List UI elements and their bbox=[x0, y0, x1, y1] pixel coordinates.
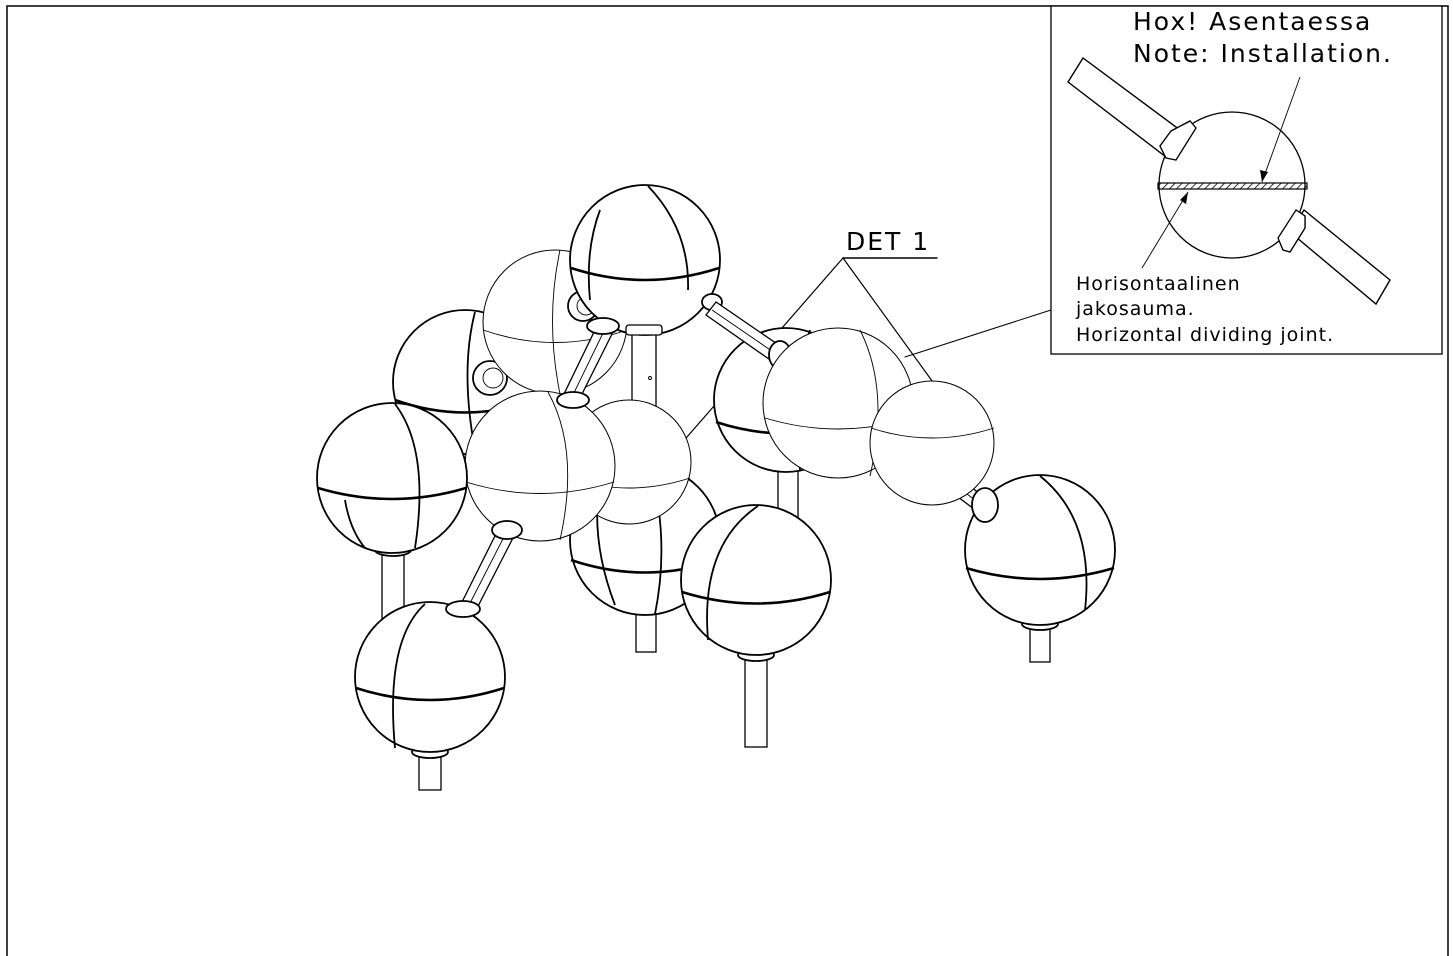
note-joint-fi-2: jakosauma. bbox=[1075, 298, 1195, 320]
ball-left bbox=[316, 402, 468, 629]
ball-front-middle bbox=[680, 504, 832, 748]
ball-top bbox=[569, 184, 723, 336]
ball-mid-left-transparent bbox=[464, 390, 616, 542]
dividing-joint bbox=[1157, 182, 1308, 190]
ball-right-outer-transparent bbox=[869, 380, 995, 506]
drawing-frame bbox=[6, 5, 1449, 956]
note-title-fi: Hox! Asentaessa bbox=[1133, 7, 1372, 36]
note-joint-fi-1: Horisontaalinen bbox=[1076, 273, 1241, 295]
ball-far-right bbox=[964, 474, 1116, 663]
det-1-callout: DET 1 bbox=[679, 227, 1052, 446]
det-1-label: DET 1 bbox=[846, 227, 930, 256]
note-title-en: Note: Installation. bbox=[1133, 39, 1393, 68]
note-joint-en: Horizontal dividing joint. bbox=[1076, 324, 1334, 346]
tube-midleft-bottom bbox=[459, 520, 523, 613]
detail-note-box: Hox! Asentaessa Note: Installation. Hori… bbox=[1050, 5, 1443, 355]
ball-bottom-left bbox=[354, 600, 506, 791]
climbing-frame-assembly bbox=[316, 184, 1116, 791]
